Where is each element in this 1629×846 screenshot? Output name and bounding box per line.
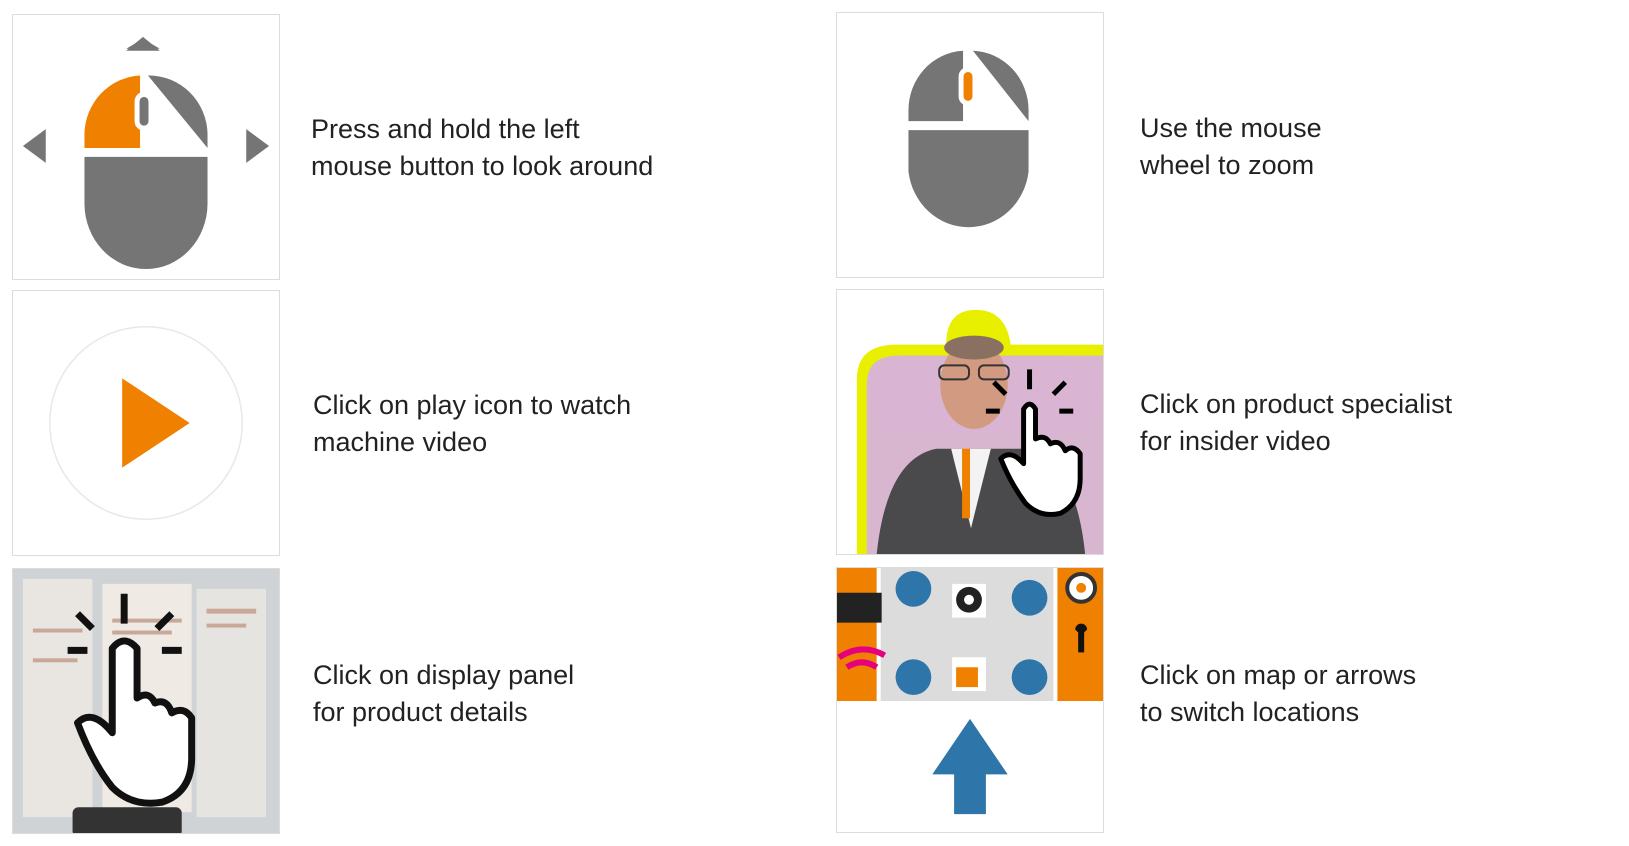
instruction-map: Click on map or arrows to switch locatio… xyxy=(1140,657,1416,731)
instruction-line: machine video xyxy=(313,427,488,457)
instruction-line: Use the mouse xyxy=(1140,113,1322,143)
instruction-line: Press and hold the left xyxy=(311,114,580,144)
play-icon[interactable] xyxy=(13,291,279,555)
map-arrow-icon[interactable] xyxy=(837,568,1103,832)
instruction-play: Click on play icon to watch machine vide… xyxy=(313,387,631,461)
arrow-up-icon[interactable] xyxy=(932,718,1008,815)
instruction-line: Click on map or arrows xyxy=(1140,660,1417,690)
mouse-drag-icon xyxy=(22,36,270,270)
display-panel-photo[interactable] xyxy=(13,569,279,833)
display-panel-tile[interactable] xyxy=(12,568,280,834)
instruction-display-panel: Click on display panel for product detai… xyxy=(313,657,574,731)
map-tile[interactable] xyxy=(836,567,1104,833)
instruction-line: Click on play icon to watch xyxy=(313,390,632,420)
instruction-look-around: Press and hold the left mouse button to … xyxy=(311,111,653,185)
specialist-tile[interactable] xyxy=(836,289,1104,555)
instruction-line: Click on product specialist xyxy=(1140,389,1453,419)
mouse-wheel-tile xyxy=(836,12,1104,278)
mouse-wheel-icon xyxy=(908,50,1029,228)
instruction-zoom: Use the mouse wheel to zoom xyxy=(1140,110,1322,184)
pointer-hand-icon xyxy=(67,593,196,807)
instruction-line: to switch locations xyxy=(1140,697,1360,727)
pointer-hand-icon xyxy=(985,369,1083,518)
instruction-line: mouse button to look around xyxy=(311,151,654,181)
mouse-drag-tile xyxy=(12,14,280,280)
instruction-specialist: Click on product specialist for insider … xyxy=(1140,386,1452,460)
instruction-line: Click on display panel xyxy=(313,660,575,690)
instruction-line: for product details xyxy=(313,697,528,727)
location-map[interactable] xyxy=(837,568,1103,701)
instruction-line: wheel to zoom xyxy=(1140,150,1315,180)
play-tile[interactable] xyxy=(12,290,280,556)
specialist-photo[interactable] xyxy=(837,290,1103,554)
instruction-line: for insider video xyxy=(1140,426,1331,456)
